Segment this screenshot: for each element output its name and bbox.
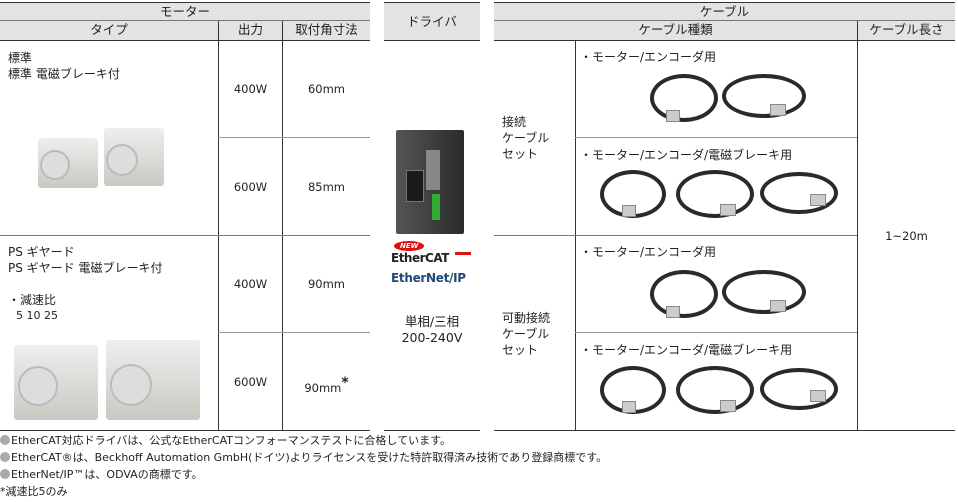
cable-length: 1~20m [885, 229, 928, 243]
motor-size-header: 取付角寸法 [283, 21, 370, 40]
label-line: ケーブル [502, 131, 550, 145]
cable-item: ・モーター/エンコーダ/電磁ブレーキ用 [580, 148, 793, 162]
cable-item: ・モーター/エンコーダ用 [580, 245, 717, 259]
ethernetip-logo: EtherNet/IP [391, 271, 466, 285]
motor-type-geared: PS ギヤード PS ギヤード 電磁ブレーキ付 ・減速比 5 10 25 [8, 244, 162, 324]
size-value: 85mm [307, 180, 346, 194]
cable-header: ケーブル [494, 3, 955, 20]
ratio-label: ・減速比 [8, 293, 57, 307]
motor-header: モーター [0, 3, 370, 20]
note: EtherNet/IP™は、ODVAの商標です。 [0, 467, 203, 483]
motor-type-header: タイプ [0, 21, 218, 40]
type-label: 標準 電磁ブレーキ付 [8, 67, 120, 81]
output-value: 600W [233, 375, 268, 389]
size-value: 60mm [307, 82, 346, 96]
cable-item: ・モーター/エンコーダ用 [580, 50, 717, 64]
type-label: PS ギヤード 電磁ブレーキ付 [8, 261, 163, 275]
cable-type-header: ケーブル種類 [494, 21, 857, 40]
cable-item: ・モーター/エンコーダ/電磁ブレーキ用 [580, 343, 793, 357]
driver-header: ドライバ [384, 3, 480, 40]
note: EtherCAT®は、Beckhoff Automation GmbH(ドイツ)… [0, 450, 607, 466]
ethercat-arrow-icon [455, 252, 471, 255]
label-line: ケーブル [502, 327, 550, 341]
output-value: 400W [233, 82, 268, 96]
label-line: セット [502, 343, 539, 357]
size-value: 90mm* [283, 375, 370, 395]
label-line: 接続 [502, 115, 527, 129]
output-value: 600W [233, 180, 268, 194]
size-value: 90mm [307, 277, 346, 291]
note-text: EtherCAT®は、Beckhoff Automation GmbH(ドイツ)… [11, 451, 608, 464]
cable-group-label: 接続 ケーブル セット [502, 114, 549, 162]
label-line: セット [502, 147, 539, 161]
new-badge: NEW [394, 241, 425, 251]
footnote-mark: * [341, 375, 349, 391]
bullet-icon [0, 469, 10, 479]
note-text: EtherNet/IP™は、ODVAの商標です。 [11, 468, 203, 481]
motor-type-standard: 標準 標準 電磁ブレーキ付 [8, 50, 120, 82]
power-voltage: 200-240V [401, 330, 463, 345]
note: EtherCAT対応ドライバは、公式なEtherCATコンフォーマンステストに合… [0, 433, 451, 449]
type-label: 標準 [8, 51, 33, 65]
note-text: EtherCAT対応ドライバは、公式なEtherCATコンフォーマンステストに合… [11, 434, 451, 447]
bullet-icon [0, 452, 10, 462]
motor-output-header: 出力 [219, 21, 282, 40]
power-phase: 単相/三相 [404, 314, 460, 329]
ethercat-logo: EtherCAT [391, 251, 449, 265]
output-value: 400W [233, 277, 268, 291]
type-label: PS ギヤード [8, 245, 75, 259]
ratio-values: 5 10 25 [16, 309, 58, 322]
cable-group-label: 可動接続 ケーブル セット [502, 310, 550, 358]
label-line: 可動接続 [502, 311, 551, 325]
power-spec: 単相/三相 200-240V [384, 311, 480, 345]
footnote: *減速比5のみ [0, 485, 68, 498]
driver-image [396, 130, 464, 234]
size-text: 90mm [304, 380, 342, 395]
cable-length-header: ケーブル長さ [858, 21, 955, 40]
bullet-icon [0, 435, 10, 445]
